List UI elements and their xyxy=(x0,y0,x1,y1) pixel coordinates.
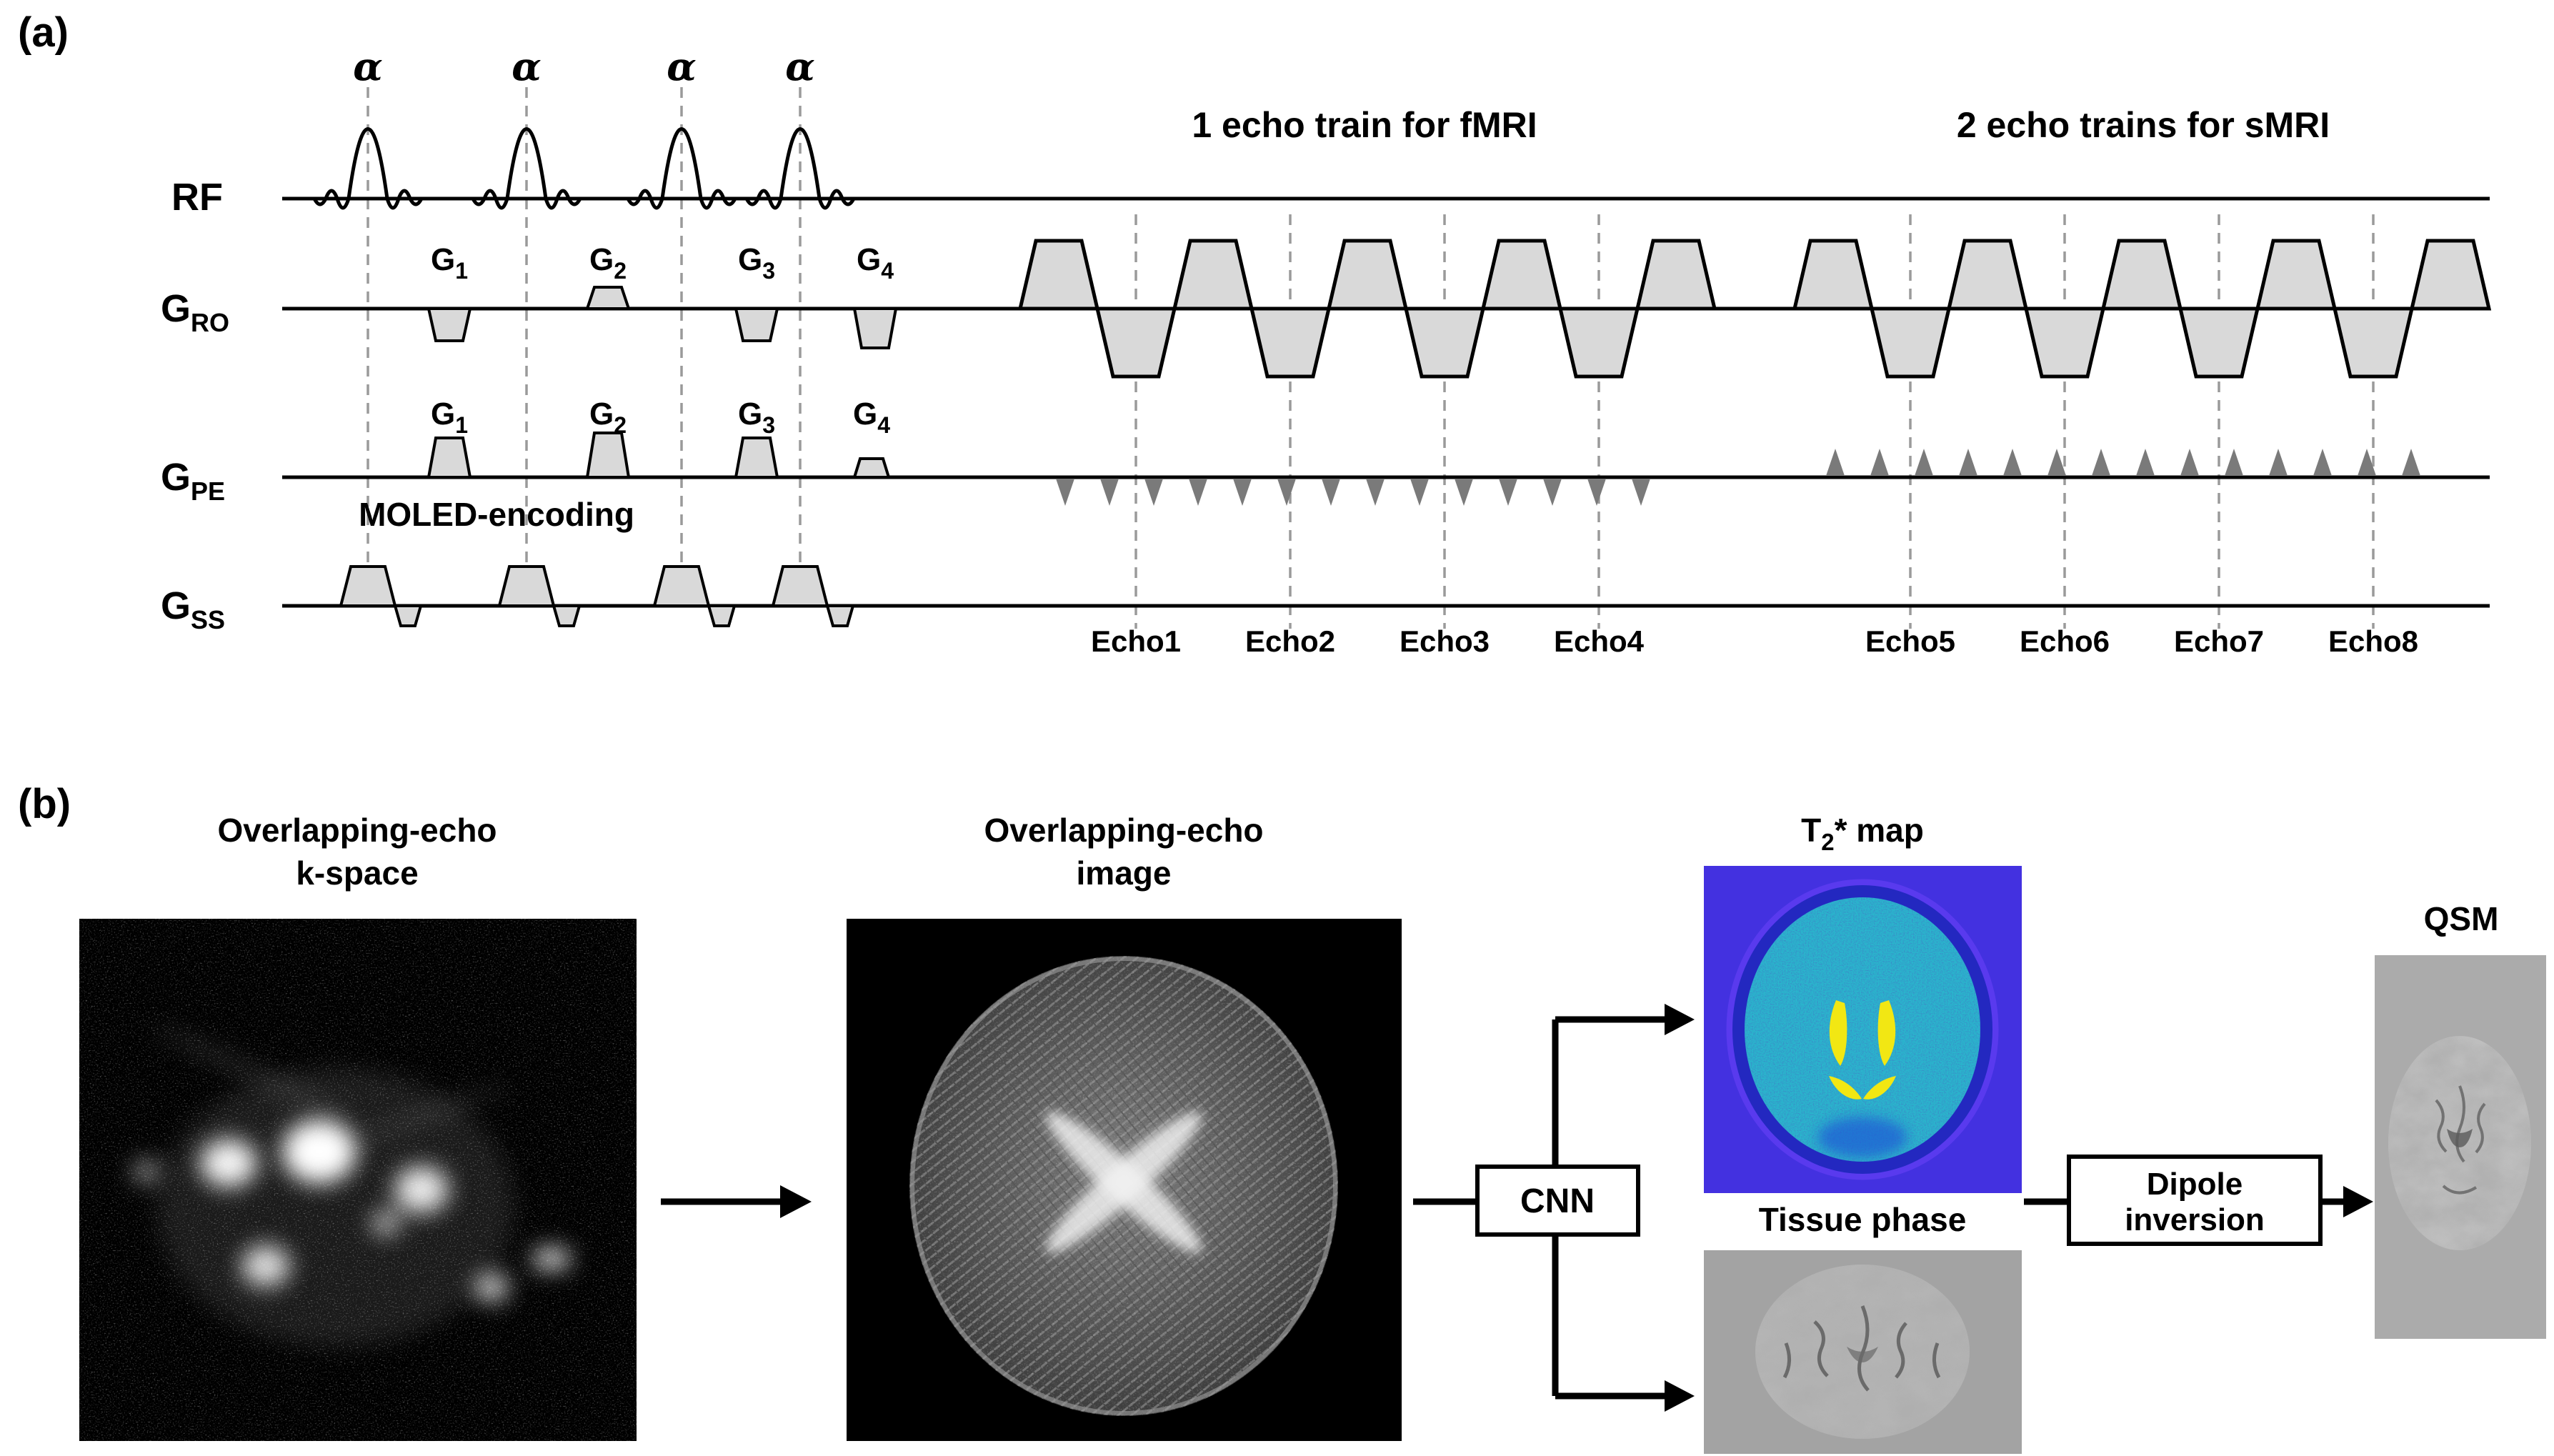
readout-train-smri xyxy=(1795,241,2489,377)
dipole-label-line1: Dipole xyxy=(2147,1167,2243,1202)
svg-text:G4: G4 xyxy=(853,397,890,438)
arrow-to-t2map-icon xyxy=(1665,1004,1695,1035)
qsm-image xyxy=(2375,955,2546,1339)
svg-text:Echo4: Echo4 xyxy=(1554,624,1645,658)
overlapping-echo-image xyxy=(847,919,1402,1441)
svg-text:α: α xyxy=(353,44,383,89)
svg-text:G3: G3 xyxy=(738,397,775,438)
gss-row-label: GSS xyxy=(161,584,225,634)
svg-text:α: α xyxy=(512,44,542,89)
svg-text:G1: G1 xyxy=(431,397,468,438)
gro-gradient-labels: G1 G2 G3 G4 xyxy=(431,242,894,284)
gro-row-label: GRO xyxy=(161,287,229,337)
svg-text:G2: G2 xyxy=(589,397,627,438)
t2-map-title: T2* map xyxy=(1801,812,1924,855)
echo-dashed-lines xyxy=(1134,214,2375,629)
svg-text:Echo5: Echo5 xyxy=(1865,624,1955,658)
t2-map-image xyxy=(1704,866,2022,1193)
moled-encoding-label: MOLED-encoding xyxy=(359,496,634,533)
panel-b-label: (b) xyxy=(18,781,71,827)
smri-train-title: 2 echo trains for sMRI xyxy=(1957,105,2330,145)
qsm-title: QSM xyxy=(2424,900,2499,937)
gpe-encoding-gradients xyxy=(427,432,891,479)
tissue-phase-image xyxy=(1704,1250,2022,1454)
echo-image-title-line1: Overlapping-echo xyxy=(984,812,1263,849)
svg-text:G3: G3 xyxy=(738,242,775,284)
svg-text:Echo3: Echo3 xyxy=(1400,624,1490,658)
svg-text:Echo8: Echo8 xyxy=(2328,624,2418,658)
flip-angle-labels: α α α α xyxy=(353,44,815,89)
gpe-row-label: GPE xyxy=(161,456,225,506)
t2-ventricles-shape xyxy=(1829,1000,1896,1100)
gpe-blips-train2 xyxy=(1826,449,2420,476)
svg-text:G1: G1 xyxy=(431,242,468,284)
svg-text:α: α xyxy=(785,44,815,89)
svg-text:Echo1: Echo1 xyxy=(1091,624,1181,658)
arrow-dipole-to-qsm-icon xyxy=(2320,1186,2373,1217)
kspace-title-line2: k-space xyxy=(296,854,418,892)
arrow-kspace-to-image-icon xyxy=(661,1185,812,1218)
gro-encoding-gradients xyxy=(427,286,898,349)
dipole-inversion-box: Dipole inversion xyxy=(2067,1155,2323,1246)
panel-a-sequence-diagram: (a) RF GRO GPE GSS xyxy=(18,9,2490,658)
cnn-label: CNN xyxy=(1520,1182,1595,1220)
panel-b-pipeline: (b) Overlapping-echo k-space xyxy=(18,781,2546,1454)
arrow-to-tissue-phase-icon xyxy=(1665,1380,1695,1412)
kspace-title-line1: Overlapping-echo xyxy=(217,812,497,849)
readout-train-fmri xyxy=(1020,241,1715,377)
kspace-image xyxy=(79,919,637,1441)
panel-a-label: (a) xyxy=(18,9,69,56)
cnn-box: CNN xyxy=(1475,1165,1640,1237)
tissue-phase-label: Tissue phase xyxy=(1759,1201,1967,1238)
rf-row-label: RF xyxy=(171,176,223,219)
rf-pulse-dashed-lines xyxy=(366,87,802,602)
svg-text:Echo2: Echo2 xyxy=(1245,624,1335,658)
dipole-label-line2: inversion xyxy=(2125,1202,2265,1237)
gpe-blips-train1 xyxy=(1056,479,1650,506)
echo-image-title-line2: image xyxy=(1077,854,1172,892)
echo-labels: Echo1 Echo2 Echo3 Echo4 Echo5 Echo6 Echo… xyxy=(1091,624,2418,658)
svg-text:G4: G4 xyxy=(857,242,894,284)
fmri-train-title: 1 echo train for fMRI xyxy=(1192,105,1537,145)
svg-text:Echo7: Echo7 xyxy=(2174,624,2264,658)
svg-text:α: α xyxy=(667,44,697,89)
rf-sinc-pulses xyxy=(314,129,854,209)
gss-slice-gradients xyxy=(339,565,854,627)
gpe-gradient-labels: G1 G2 G3 G4 xyxy=(431,397,890,438)
svg-text:Echo6: Echo6 xyxy=(2020,624,2110,658)
svg-text:G2: G2 xyxy=(589,242,627,284)
